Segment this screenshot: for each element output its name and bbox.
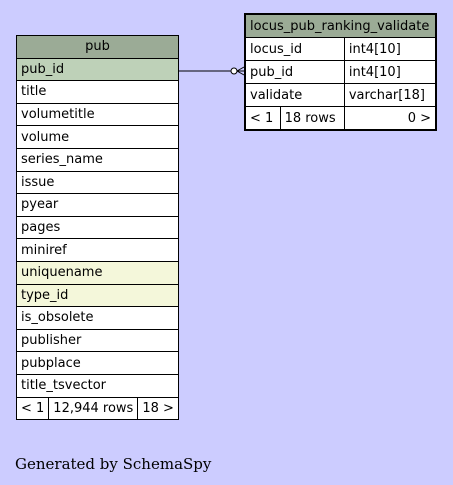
column-publisher[interactable]: publisher [16,328,179,353]
children-count[interactable]: 18 > [137,396,179,421]
column-title-tsvector[interactable]: title_tsvector [16,373,179,398]
column-volumetitle[interactable]: volumetitle [16,102,179,127]
column-type-id[interactable]: type_id [16,283,179,308]
table-locus-pub-ranking-validate[interactable]: locus_pub_ranking_validate locus_id int4… [244,13,437,131]
parents-count[interactable]: < 1 [15,396,50,421]
generated-by-text: Generated by SchemaSpy [15,455,212,473]
table-pub[interactable]: pub pub_id title volumetitle volume seri… [15,35,179,421]
column-pyear[interactable]: pyear [16,193,179,217]
column-volume[interactable]: volume [16,125,179,149]
table-title[interactable]: pub [16,35,179,59]
column-validate[interactable]: validate [244,83,345,107]
children-count[interactable]: 0 > [343,106,437,131]
column-is-obsolete[interactable]: is_obsolete [16,306,179,330]
column-pub-id[interactable]: pub_id [16,57,179,82]
column-title[interactable]: title [16,80,179,104]
optional-marker [230,67,238,75]
table-title[interactable]: locus_pub_ranking_validate [244,13,437,38]
column-miniref[interactable]: miniref [16,238,179,262]
column-pubplace[interactable]: pubplace [16,351,179,375]
column-uniquename[interactable]: uniquename [16,260,179,285]
column-type: varchar[18] [343,83,437,107]
column-issue[interactable]: issue [16,170,179,195]
column-pages[interactable]: pages [16,215,179,240]
column-type: int4[10] [343,37,437,61]
column-type: int4[10] [343,60,437,84]
row-count: 12,944 rows [48,396,139,421]
parents-count[interactable]: < 1 [244,106,281,131]
column-pub-id[interactable]: pub_id [244,60,345,84]
column-series-name[interactable]: series_name [16,147,179,172]
column-locus-id[interactable]: locus_id [244,37,345,61]
row-count: 18 rows [279,106,345,131]
crowfoot-icon [236,66,245,76]
